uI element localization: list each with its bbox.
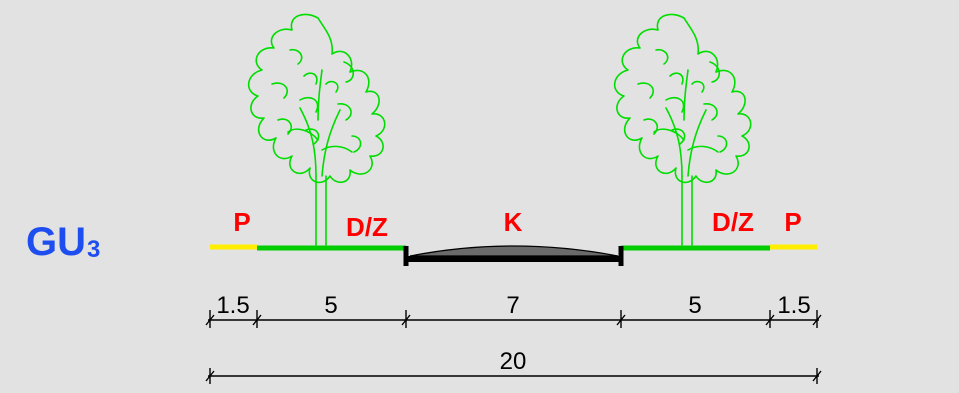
roadway xyxy=(403,245,624,266)
label-sidewalk-left: P xyxy=(233,207,250,237)
profile-code: GU xyxy=(26,220,86,264)
dimension-greenbelt-left: 5 xyxy=(324,292,337,319)
label-greenbelt-right: D/Z xyxy=(712,207,754,237)
label-greenbelt-left: D/Z xyxy=(346,212,388,242)
dimension-total: 20 xyxy=(500,348,527,375)
dimension-line-total xyxy=(205,368,822,384)
dimension-roadway: 7 xyxy=(506,292,519,319)
dimension-sidewalk-right: 1.5 xyxy=(777,292,810,319)
dimension-sidewalk-left: 1.5 xyxy=(216,292,249,319)
profile-title: GU3 xyxy=(26,222,100,262)
dimension-greenbelt-right: 5 xyxy=(688,292,701,319)
profile-code-subscript: 3 xyxy=(87,236,101,263)
dimension-line-segments xyxy=(205,310,822,328)
label-sidewalk-right: P xyxy=(784,207,801,237)
label-roadway: K xyxy=(504,207,523,237)
